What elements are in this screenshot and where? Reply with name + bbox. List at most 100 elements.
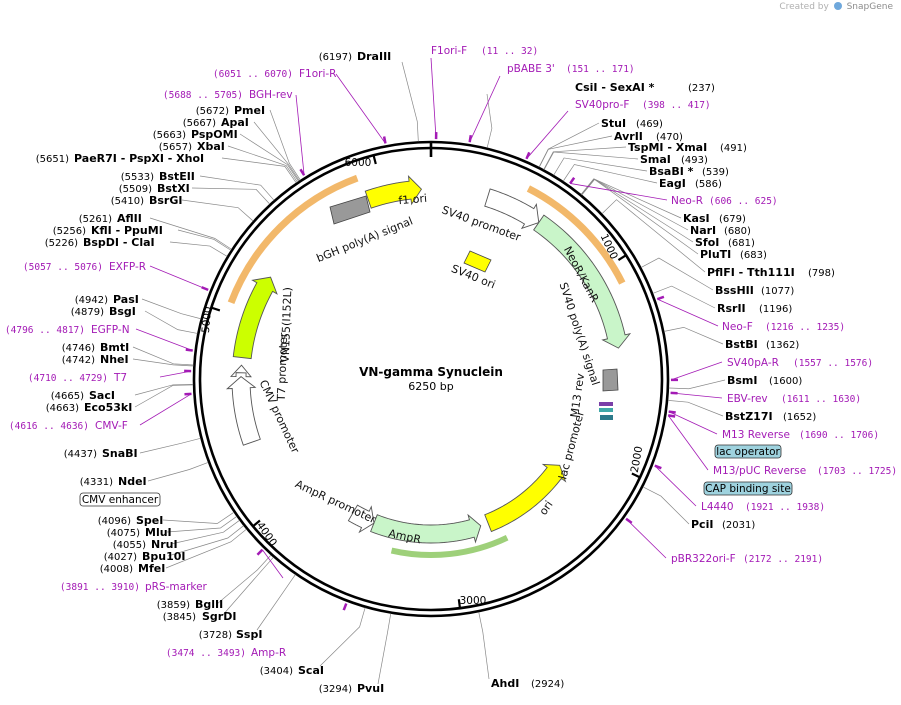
primer-leader-line [667,415,709,471]
vn155-arrow [232,276,278,360]
primer-site-mark [668,414,676,418]
enzyme-name: BmtI [100,341,129,354]
enzyme-leader-line [664,326,724,345]
feature-label-ampr-promoter: AmpR promoter [293,477,378,526]
enzyme-leader-line [562,164,658,184]
enzyme-name: NheI [100,353,129,366]
enzyme-name: NdeI [118,475,147,488]
lac-operator-mark [599,408,613,412]
plasmid-name: VN-gamma Synuclein [359,365,503,379]
primer-site-mark [185,348,193,352]
enzyme-leader-line [256,574,296,631]
enzyme-name: SfoI [695,236,719,249]
cap-binding-label: CAP binding site [705,483,791,495]
enzyme-leader-line [199,175,275,201]
enzyme-pos: (586) [695,179,722,190]
enzyme-name: BstEII [159,170,195,183]
enzyme-leader-line [377,613,392,685]
primer-site-mark [654,464,662,470]
enzyme-name: BsaBI * [649,165,694,178]
enzyme-pos: (4075) [107,528,140,539]
enzyme-pos: (539) [702,167,729,178]
sv40-ori-box [463,250,492,273]
enzyme-pos: (680) [724,226,751,237]
tick-mark [372,154,377,165]
enzyme-pos: (2924) [531,679,564,690]
enzyme-pos: (5509) [119,184,152,195]
primer-range: (5057 .. 5076) [23,262,103,273]
enzyme-name: PmeI [234,104,265,117]
label-leaders [132,57,726,685]
primer-site-mark [382,136,387,144]
enzyme-leader-line [601,199,706,273]
lac-promoter-mark [600,415,613,420]
ampr-halo-band [390,534,509,558]
primer-leader-line [654,465,697,507]
primer-name: BGH-rev [249,89,293,101]
primer-name: Neo-F [722,321,753,333]
primer-leader-line [135,328,193,351]
enzyme-name: KflI - PpuMI [91,224,163,237]
tick-mark [631,472,641,479]
enzyme-pos: (237) [688,83,715,94]
enzyme-pos: (683) [740,250,767,261]
primer-leader-line [670,392,723,399]
enzyme-pos: (4008) [100,564,133,575]
primer-name: M13 Reverse [722,429,790,441]
enzyme-pos: (4331) [80,477,113,488]
primer-leader-line [670,361,723,381]
enzyme-name: PaeR7I - PspXI - XhoI [74,152,204,165]
primer-range: (1690 .. 1706) [799,430,879,441]
neor-kanr-arrow [533,214,632,349]
primer-range: (4796 .. 4817) [5,325,85,336]
enzyme-name: RsrII [717,302,746,315]
enzyme-pos: (5226) [45,238,78,249]
primer-name: SV40pro-F [575,99,629,111]
primer-leader-line [469,75,501,143]
primer-name: pBABE 3' [507,63,555,75]
enzyme-pos: (4742) [62,355,95,366]
primer-name: T7 [113,372,127,384]
enzyme-name: BstBI [725,338,758,351]
enzyme-pos: (470) [656,132,683,143]
enzyme-pos: (4055) [113,540,146,551]
primer-leader-line [295,94,305,176]
primer-range: (2172 .. 2191) [743,554,823,565]
enzyme-pos: (1652) [783,412,816,423]
enzyme-leader-line [169,241,228,257]
enzyme-pos: (3294) [319,684,352,695]
sv40-polya-box [602,368,619,392]
enzyme-pos: (681) [728,238,755,249]
primer-range: (606 .. 625) [709,196,778,207]
enzyme-leader-line [668,379,726,390]
enzyme-leader-line [652,285,716,309]
cap-binding-box [703,481,793,496]
enzyme-leader-line [181,199,254,222]
enzyme-leader-line [478,612,490,680]
enzyme-name: PasI [113,293,139,306]
primer-leader-line [668,411,718,435]
enzyme-leader-line [134,384,194,396]
enzyme-leader-line [543,151,639,170]
primer-name: EGFP-N [91,324,130,336]
feature-label-t7-promoter: T7 promoter [275,332,290,402]
primer-leader-line [526,110,569,160]
enzyme-leader-line [139,437,201,454]
cmv-promoter-arrow [225,376,261,446]
primer-name: L4440 [701,501,734,513]
primer-site-mark [625,517,633,524]
tick-mark [457,599,462,609]
enzyme-pos: (4665) [51,391,84,402]
snapgene-logo-icon [833,2,842,10]
enzyme-name: AhdI [491,677,519,690]
primer-range: (1611 .. 1630) [781,394,861,405]
enzyme-pos: (4663) [46,403,79,414]
tick-mark [210,306,221,312]
feature-label-lac-promoter: lac promoter [556,409,587,481]
primer-name: F1ori-R [299,68,336,80]
primer-leader-line [262,549,284,579]
tick-mark [252,519,261,528]
boxed-labels: lac operator CAP binding site CMV enhanc… [79,444,793,507]
enzyme-pos: (5672) [196,106,229,117]
feature-label-bgh-polya: bGH poly(A) signal [315,214,415,265]
